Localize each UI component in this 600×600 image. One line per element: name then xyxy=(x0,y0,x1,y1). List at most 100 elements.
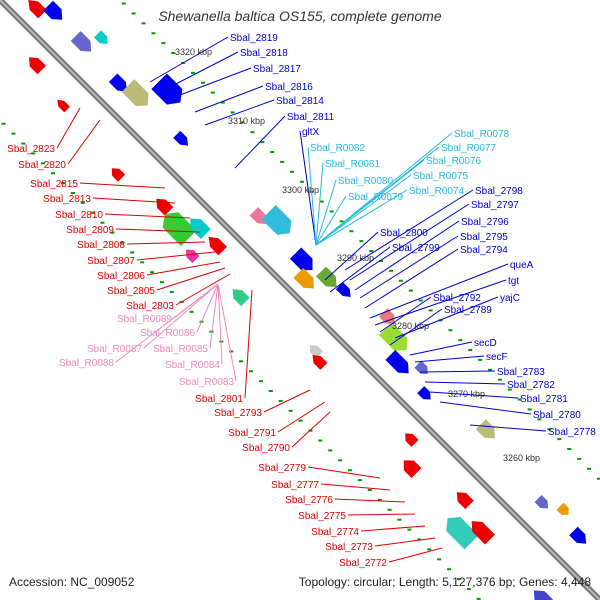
gene-label: Sbal_2799 xyxy=(392,243,440,254)
gene-label: Sbal_2807 xyxy=(87,256,135,267)
gene-arrow xyxy=(151,73,183,105)
gene-label: Sbal_2797 xyxy=(471,200,519,211)
gc-skew-mark xyxy=(547,428,552,431)
gc-skew-mark xyxy=(577,457,582,460)
gene-feature xyxy=(534,494,549,509)
leader-line xyxy=(115,283,219,363)
gc-skew-mark xyxy=(140,261,145,264)
gene-arrow xyxy=(190,218,211,239)
gc-skew-mark xyxy=(130,251,135,254)
gene-label: Sbal_2814 xyxy=(276,96,324,107)
gene-label: Sbal_2776 xyxy=(285,495,333,506)
gc-skew-mark xyxy=(557,438,562,441)
gene-feature xyxy=(405,433,419,447)
gene-label: Sbal_R0085 xyxy=(153,344,208,355)
gc-skew-mark xyxy=(250,131,255,134)
gene-arrow xyxy=(28,0,47,19)
gene-arrow xyxy=(556,502,569,515)
gc-skew-mark xyxy=(367,489,372,492)
leader-line xyxy=(175,273,231,306)
gc-skew-mark xyxy=(458,339,463,342)
leader-line xyxy=(389,308,443,346)
gc-skew-mark xyxy=(209,330,214,333)
gene-label: secF xyxy=(486,352,508,363)
leader-line xyxy=(429,391,519,399)
gc-skew-mark xyxy=(428,309,433,312)
gene-arrow xyxy=(405,433,419,447)
leader-line xyxy=(156,267,226,291)
gc-skew-mark xyxy=(468,349,473,352)
gene-label: Sbal_2809 xyxy=(66,225,114,236)
gc-skew-mark xyxy=(220,101,225,104)
gene-label: Sbal_2793 xyxy=(214,408,262,419)
gene-feature xyxy=(293,267,314,289)
gc-skew-mark xyxy=(11,132,16,135)
leader-line xyxy=(315,174,412,246)
gc-skew-mark xyxy=(379,259,384,262)
gene-arrow xyxy=(335,282,351,297)
gene-feature xyxy=(379,322,408,351)
gene-arrow xyxy=(414,360,428,375)
gene-label: Sbal_R0076 xyxy=(426,156,481,167)
gc-skew-mark xyxy=(159,281,164,284)
gene-feature xyxy=(70,31,92,52)
leader-line xyxy=(409,341,473,356)
gene-label: Sbal_2800 xyxy=(380,228,428,239)
gc-skew-mark xyxy=(369,250,374,253)
gene-feature xyxy=(316,266,337,288)
gc-skew-mark xyxy=(110,231,115,234)
leader-line xyxy=(329,246,391,293)
gene-label: Sbal_2803 xyxy=(126,301,174,312)
leader-line xyxy=(374,537,436,547)
gene-arrow xyxy=(208,236,227,256)
gene-feature xyxy=(312,354,328,370)
gene-label: Sbal_2815 xyxy=(30,179,78,190)
accession-label: Accession: NC_009052 xyxy=(9,575,135,589)
gene-label: tgt xyxy=(508,276,519,287)
gene-feature xyxy=(28,57,46,75)
gene-label: Sbal_R0074 xyxy=(409,186,464,197)
gc-skew-mark xyxy=(527,408,532,411)
leader-line xyxy=(347,513,416,516)
leader-line xyxy=(394,296,499,339)
leader-line xyxy=(196,283,219,333)
gc-skew-mark xyxy=(476,597,481,600)
gene-label: Sbal_2772 xyxy=(339,558,387,569)
gene-label: Sbal_2816 xyxy=(265,82,313,93)
gene-arrow xyxy=(185,249,200,264)
gc-skew-mark xyxy=(150,271,155,274)
gc-skew-mark xyxy=(100,221,105,224)
leader-line xyxy=(67,119,101,165)
leader-line xyxy=(291,411,331,448)
gc-skew-mark xyxy=(448,329,453,332)
gc-skew-mark xyxy=(60,182,65,185)
gene-arrow xyxy=(417,386,431,400)
gene-label: Sbal_2818 xyxy=(240,48,288,59)
gene-label: Sbal_R0077 xyxy=(441,143,496,154)
gc-skew-mark xyxy=(478,358,483,361)
gene-feature xyxy=(111,168,126,182)
gc-skew-mark xyxy=(348,469,353,472)
gc-skew-mark xyxy=(240,121,245,124)
gc-skew-mark xyxy=(200,81,205,84)
leader-line xyxy=(179,67,252,96)
gene-label: Sbal_2819 xyxy=(230,33,278,44)
leader-line xyxy=(374,279,507,326)
gc-skew-mark xyxy=(488,368,493,371)
leader-line xyxy=(104,213,191,219)
gene-feature xyxy=(108,73,128,92)
leader-line xyxy=(204,99,275,126)
leader-line xyxy=(136,251,216,261)
gene-arrow xyxy=(94,30,108,44)
genome-summary-label: Topology: circular; Length: 5,127,376 bp… xyxy=(298,575,591,589)
gc-skew-mark xyxy=(161,42,166,45)
gene-label: Sbal_2811 xyxy=(287,112,335,123)
gene-arrow xyxy=(232,289,250,307)
gc-skew-mark xyxy=(131,12,136,15)
gene-label: Sbal_R0078 xyxy=(454,129,509,140)
gene-arrow xyxy=(121,79,149,107)
gc-skew-mark xyxy=(517,398,522,401)
